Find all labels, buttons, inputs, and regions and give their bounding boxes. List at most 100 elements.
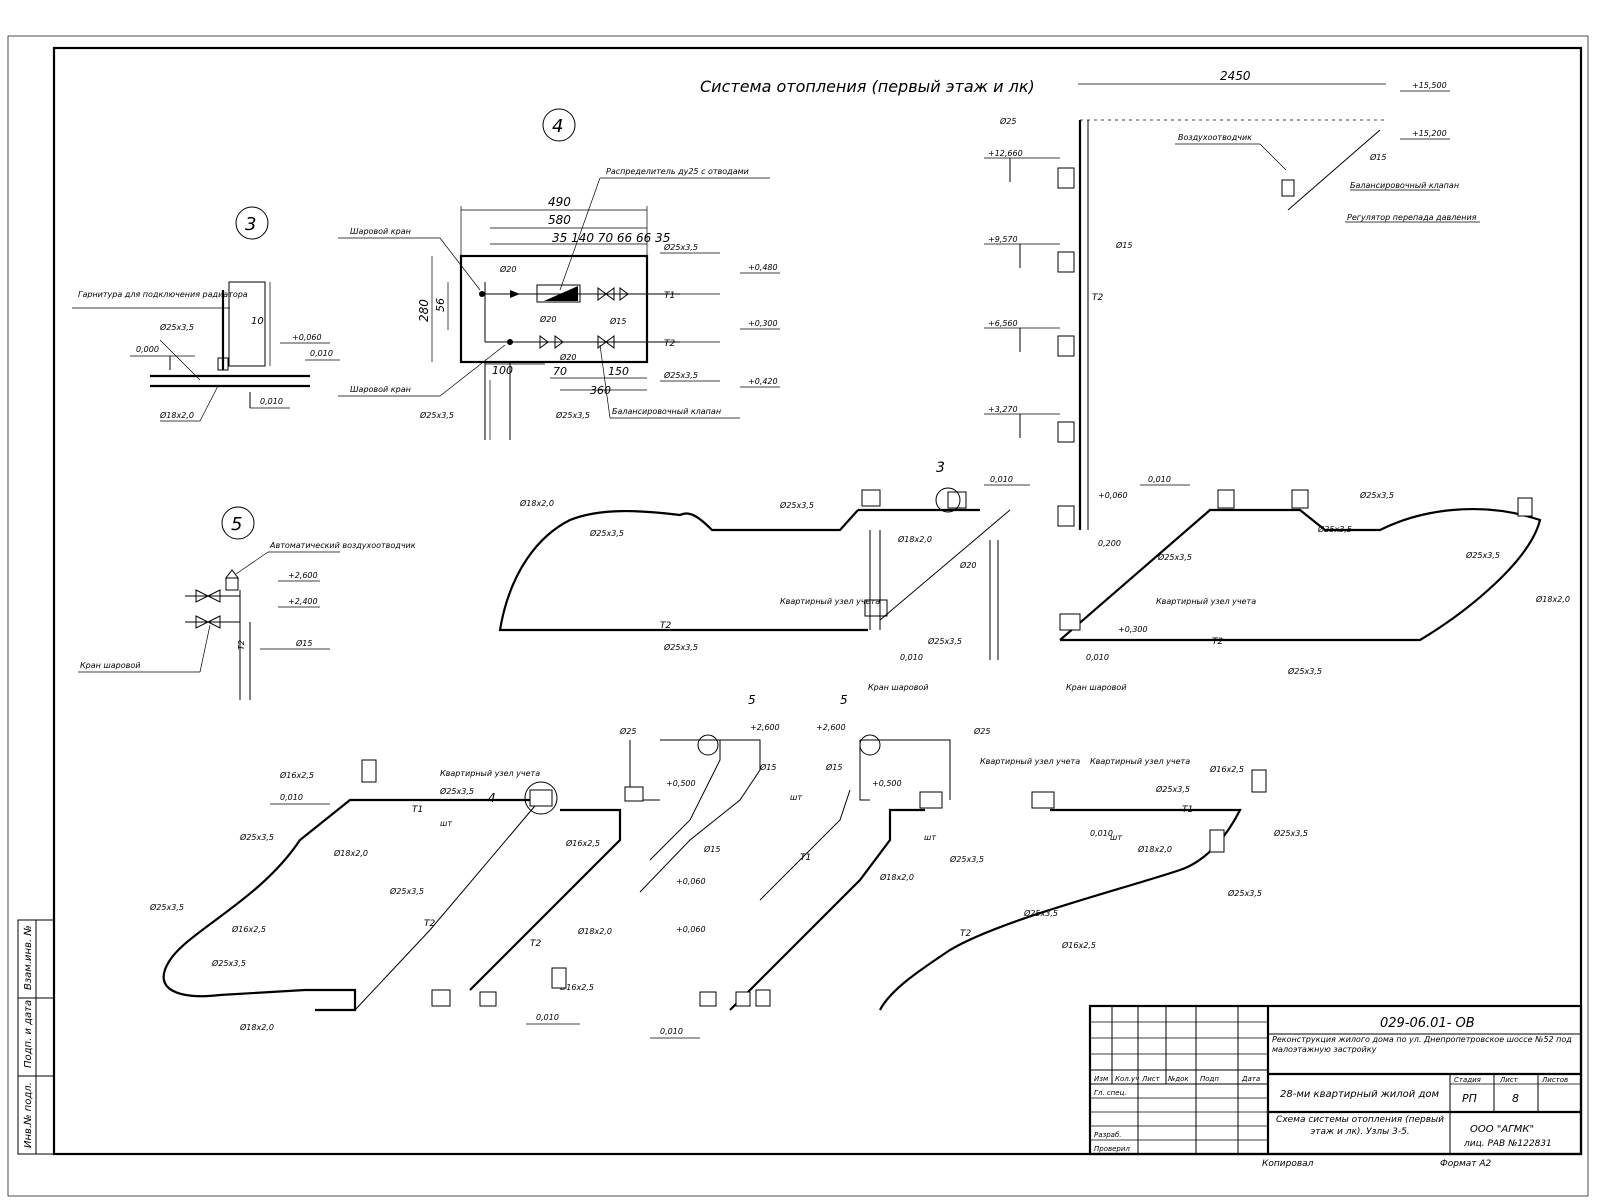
svg-text:Ø25х3,5: Ø25х3,5 [1155, 784, 1190, 794]
svg-text:+3,270: +3,270 [988, 405, 1018, 414]
svg-text:+0,060: +0,060 [292, 333, 322, 342]
svg-text:Ø20: Ø20 [499, 264, 516, 274]
svg-text:Квартирный узел учета: Квартирный узел учета [1090, 757, 1190, 766]
svg-text:0,010: 0,010 [900, 653, 923, 662]
svg-text:Квартирный узел учета: Квартирный узел учета [980, 757, 1080, 766]
svg-text:шт: шт [440, 819, 452, 828]
side-stamp-a: Взам.инв. № [23, 925, 34, 990]
side-stamp-b: Подп. и дата [23, 1000, 34, 1068]
svg-text:Ø18х2,0: Ø18х2,0 [1535, 594, 1570, 604]
svg-text:шт: шт [790, 793, 802, 802]
svg-text:Ø25: Ø25 [619, 726, 636, 736]
svg-text:+0,300: +0,300 [748, 319, 778, 328]
side-stamp: Взам.инв. № Подп. и дата Инв.№ подл. [17, 919, 55, 1155]
apartment-loop-bottom-right: Т1 Ø25х3,5 Ø16х2,5 Ø25х3,5 Ø18х2,0 Ø25х3… [879, 764, 1308, 1011]
stamp-building: 28-ми квартирный жилой дом [1280, 1089, 1439, 1100]
svg-text:0,010: 0,010 [280, 793, 303, 802]
svg-text:Т1: Т1 [1182, 805, 1193, 815]
svg-text:Ø25х3,5: Ø25х3,5 [1023, 908, 1058, 918]
svg-text:Т2: Т2 [664, 339, 675, 349]
svg-text:+12,660: +12,660 [988, 149, 1023, 158]
svg-text:+6,560: +6,560 [988, 319, 1018, 328]
node-5-detail: Т2 Автоматический воздухоотводчик +2,600… [78, 541, 416, 700]
title-block: Изм Кол.уч Лист №док Подп Дата Гл. спец.… [1088, 1004, 1583, 1169]
stamp-stage: РП [1462, 1092, 1477, 1105]
svg-text:Ø18х2,0: Ø18х2,0 [577, 926, 612, 936]
svg-text:Воздухоотводчик: Воздухоотводчик [1178, 133, 1252, 142]
svg-text:Т2: Т2 [960, 929, 971, 939]
svg-text:Ø16х2,5: Ø16х2,5 [559, 982, 594, 992]
svg-text:Ø25х3,5: Ø25х3,5 [1287, 666, 1322, 676]
svg-text:Ø25х3,5: Ø25х3,5 [159, 322, 194, 332]
svg-text:+2,600: +2,600 [816, 723, 846, 732]
svg-text:Ø25х3,5: Ø25х3,5 [419, 410, 454, 420]
riser-diagram: 2450 Ø25 +15,500 +15,200 +12,660 +9,570 … [984, 69, 1480, 548]
svg-text:Ø25х3,5: Ø25х3,5 [589, 528, 624, 538]
svg-text:+0,060: +0,060 [676, 925, 706, 934]
svg-text:Ø25х3,5: Ø25х3,5 [1273, 828, 1308, 838]
svg-text:Кран шаровой: Кран шаровой [1066, 683, 1126, 692]
svg-text:Ø16х2,5: Ø16х2,5 [565, 838, 600, 848]
svg-text:0,010: 0,010 [536, 1013, 559, 1022]
svg-text:Ø15: Ø15 [703, 844, 720, 854]
svg-text:Подп: Подп [1200, 1075, 1219, 1083]
svg-text:Кран шаровой: Кран шаровой [80, 661, 140, 670]
svg-text:шт: шт [1110, 833, 1122, 842]
svg-text:Ø25х3,5: Ø25х3,5 [949, 854, 984, 864]
svg-text:Ø25х3,5: Ø25х3,5 [149, 902, 184, 912]
svg-text:Листов: Листов [1541, 1076, 1568, 1084]
stamp-license: лиц. РАВ №122831 [1463, 1139, 1552, 1149]
svg-text:Кран шаровой: Кран шаровой [868, 683, 928, 692]
svg-text:10: 10 [251, 316, 264, 327]
svg-text:Ø15: Ø15 [295, 638, 312, 648]
apartment-loop-bottom-left: 4 Т1 Ø25х3,5 Ø16х2,5 0,010 Ø25х3,5 Ø18х2… [149, 759, 558, 1032]
svg-text:Ø25х3,5: Ø25х3,5 [211, 958, 246, 968]
svg-text:Квартирный узел учета: Квартирный узел учета [440, 769, 540, 778]
stamp-sheet: 8 [1512, 1092, 1519, 1105]
svg-text:4: 4 [488, 791, 496, 805]
svg-text:Ø16х2,5: Ø16х2,5 [1209, 764, 1244, 774]
node-4-detail: 490 580 35 140 70 66 66 35 280 56 Т1 Т2 [338, 167, 780, 440]
svg-text:35 140 70 66 66 35: 35 140 70 66 66 35 [552, 231, 670, 245]
svg-text:Ø15: Ø15 [1369, 152, 1386, 162]
apartment-loop-bottom-center-right: 5 +2,600 Ø25 +0,500 Ø15 шт Т1 Ø18х2,0 шт… [650, 693, 1190, 1039]
svg-text:Т1: Т1 [412, 805, 423, 815]
svg-text:Балансировочный клапан: Балансировочный клапан [1350, 181, 1459, 190]
side-stamp-c: Инв.№ подл. [23, 1082, 34, 1148]
svg-text:+2,400: +2,400 [288, 597, 318, 606]
svg-text:Ø25х3,5: Ø25х3,5 [239, 832, 274, 842]
svg-text:Ø25х3,5: Ø25х3,5 [663, 370, 698, 380]
svg-text:№док: №док [1167, 1075, 1189, 1083]
svg-text:280: 280 [417, 299, 431, 322]
svg-text:580: 580 [548, 213, 571, 227]
svg-text:Ø25х3,5: Ø25х3,5 [555, 410, 590, 420]
svg-text:Т2: Т2 [237, 640, 246, 650]
svg-text:Квартирный узел учета: Квартирный узел учета [1156, 597, 1256, 606]
svg-text:360: 360 [590, 384, 611, 397]
stamp-sheet-title: Схема системы отопления (первый этаж и л… [1276, 1115, 1444, 1137]
svg-text:Т2: Т2 [1212, 637, 1223, 647]
apartment-loop-bottom-center: 5 +2,600 Ø25 +0,500 +0,060 +0,060 Т2 Ø18… [431, 693, 780, 1025]
svg-text:Ø18х2,0: Ø18х2,0 [519, 498, 554, 508]
svg-text:+0,500: +0,500 [872, 779, 902, 788]
svg-text:Ø25х3,5: Ø25х3,5 [927, 636, 962, 646]
svg-text:0,200: 0,200 [1098, 539, 1121, 548]
node-4-callout: 4 [542, 108, 576, 142]
svg-text:Ø18х2,0: Ø18х2,0 [159, 410, 194, 420]
svg-text:Ø25: Ø25 [999, 116, 1016, 126]
svg-text:Т1: Т1 [800, 853, 811, 863]
svg-text:Ø15: Ø15 [759, 762, 776, 772]
svg-text:Ø15: Ø15 [1115, 240, 1132, 250]
svg-text:Ø20: Ø20 [959, 560, 976, 570]
stamp-code: 029-06.01- ОВ [1380, 1016, 1475, 1031]
svg-text:Ø25х3,5: Ø25х3,5 [1359, 490, 1394, 500]
svg-text:Ø25х3,5: Ø25х3,5 [1465, 550, 1500, 560]
stamp-project: Реконструкция жилого дома по ул. Днепроп… [1272, 1035, 1572, 1054]
svg-text:Лист: Лист [1141, 1075, 1161, 1083]
svg-text:Шаровой кран: Шаровой кран [350, 385, 411, 394]
svg-text:+9,570: +9,570 [988, 235, 1018, 244]
svg-text:0,010: 0,010 [310, 349, 333, 358]
svg-text:Изм: Изм [1094, 1075, 1109, 1083]
svg-text:3: 3 [936, 460, 945, 476]
